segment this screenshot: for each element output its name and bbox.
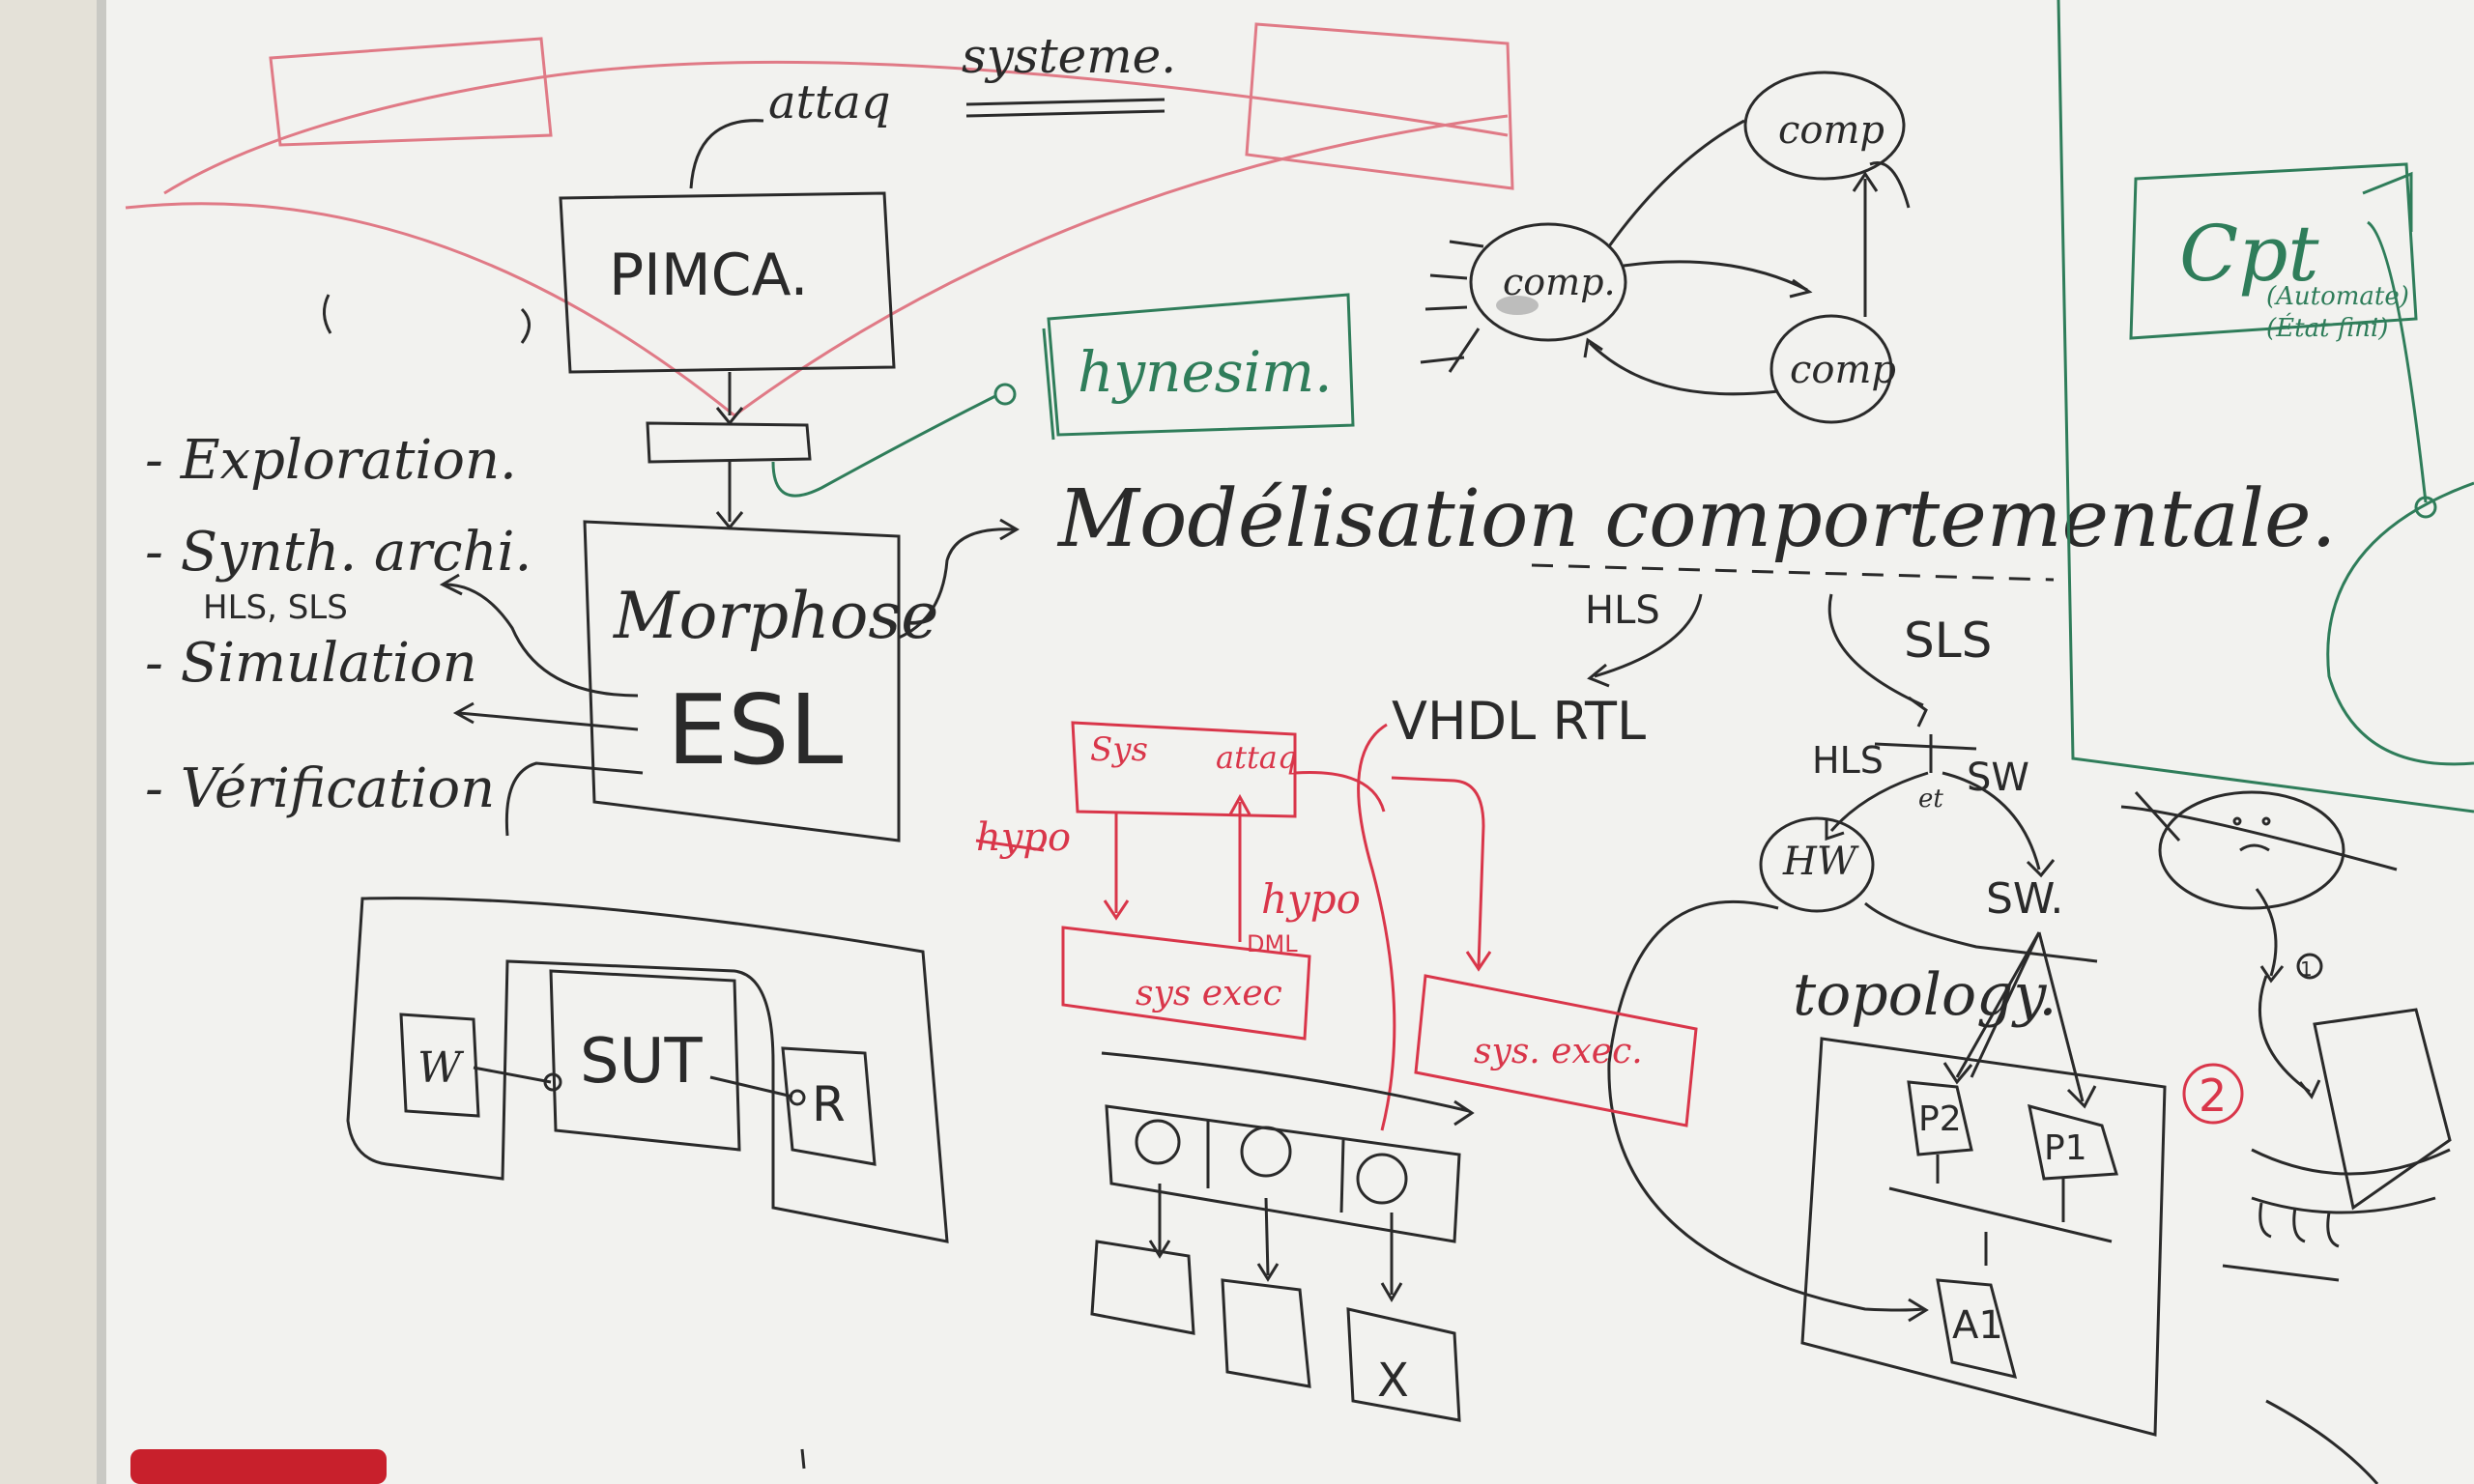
sls-branch-label: SLS (1904, 613, 1992, 669)
stray-marks (323, 294, 806, 1470)
w-label: W (417, 1043, 465, 1093)
hls-small-label: HLS (1812, 739, 1884, 782)
comp-network (1420, 71, 1911, 424)
eraser (130, 1449, 387, 1484)
comp-smudge (1496, 296, 1539, 315)
attaq-red-label: attaq (1216, 739, 1297, 776)
hls-sls-sublabel: HLS, SLS (203, 588, 348, 627)
modelisation-heading: Modélisation comportementale. (1056, 473, 2337, 565)
r-label: R (812, 1076, 846, 1132)
pimca-label: PIMCA. (609, 242, 809, 309)
pipeline-diagram (1090, 1051, 1475, 1422)
modelisation-branches (1587, 593, 1928, 728)
x-box-label: X (1377, 1354, 1409, 1408)
sys-label: Sys (1090, 730, 1148, 769)
topology-label: topology. (1793, 961, 2057, 1029)
synth-archi-item: - Synth. archi. (145, 521, 532, 584)
pimca-box (559, 191, 896, 374)
hypo-left-label: hypo (976, 815, 1071, 860)
esl-label: ESL (667, 673, 844, 786)
modelisation-dashed-underline (1531, 563, 2055, 582)
step-1-label: 1 (2300, 957, 2313, 981)
systeme-label: systeme. (962, 28, 1176, 84)
hw-node-label: HW (1782, 840, 1859, 884)
hypo-right-label: hypo (1261, 875, 1361, 923)
dml-label: DML (1247, 930, 1298, 957)
sut-diagram (346, 897, 949, 1243)
sys-exec-label-1: sys exec (1136, 974, 1282, 1013)
p2-label: P2 (1918, 1099, 1962, 1139)
whiteboard-surface (97, 0, 2474, 1484)
step-2-circle (2182, 1063, 2244, 1125)
comp-node-2: comp. (1503, 261, 1616, 303)
pimca-to-bus-arrow (646, 372, 812, 530)
topology-diagram (1607, 899, 2167, 1437)
sys-exec-label-2: sys. exec. (1474, 1032, 1643, 1071)
morphose-label: Morphose (613, 579, 938, 653)
sw-node-label: SW. (1986, 874, 2063, 924)
board-frame-left (97, 0, 106, 1484)
red-sys-diagram (975, 721, 1698, 1131)
sw-small-label: SW (1967, 756, 2029, 800)
etat-label: (État fini) (2266, 312, 2388, 343)
red-top-arcs (125, 22, 1514, 417)
a1-label: A1 (1952, 1303, 2003, 1348)
exploration-item: - Exploration. (145, 429, 517, 492)
systeme-underline (689, 98, 1165, 189)
hls-branch-label: HLS (1585, 588, 1660, 633)
p1-label: P1 (2044, 1128, 2087, 1168)
hynesim-label: hynesim. (1078, 339, 1333, 405)
cpt-region (2057, 0, 2474, 813)
simulation-item: - Simulation (145, 632, 477, 695)
cpt-label: Cpt (2179, 209, 2319, 299)
attaq-label: attaq (768, 75, 891, 129)
user-computer-sketch (2120, 790, 2452, 1484)
verification-item: - Vérification (145, 757, 495, 820)
morphose-esl-box (583, 520, 901, 842)
esl-arrows (439, 518, 1020, 837)
hw-sw-tree (1759, 734, 2056, 913)
comp-node-3: comp (1790, 348, 1896, 392)
hynesim-box (771, 293, 1355, 498)
et-label: et (1918, 785, 1943, 813)
step-2-label: 2 (2199, 1070, 2227, 1122)
automate-label: (Automate) (2266, 282, 2409, 311)
vhdl-rtl-label: VHDL RTL (1392, 691, 1646, 752)
sut-label: SUT (580, 1026, 703, 1098)
comp-node-1: comp (1778, 108, 1884, 153)
